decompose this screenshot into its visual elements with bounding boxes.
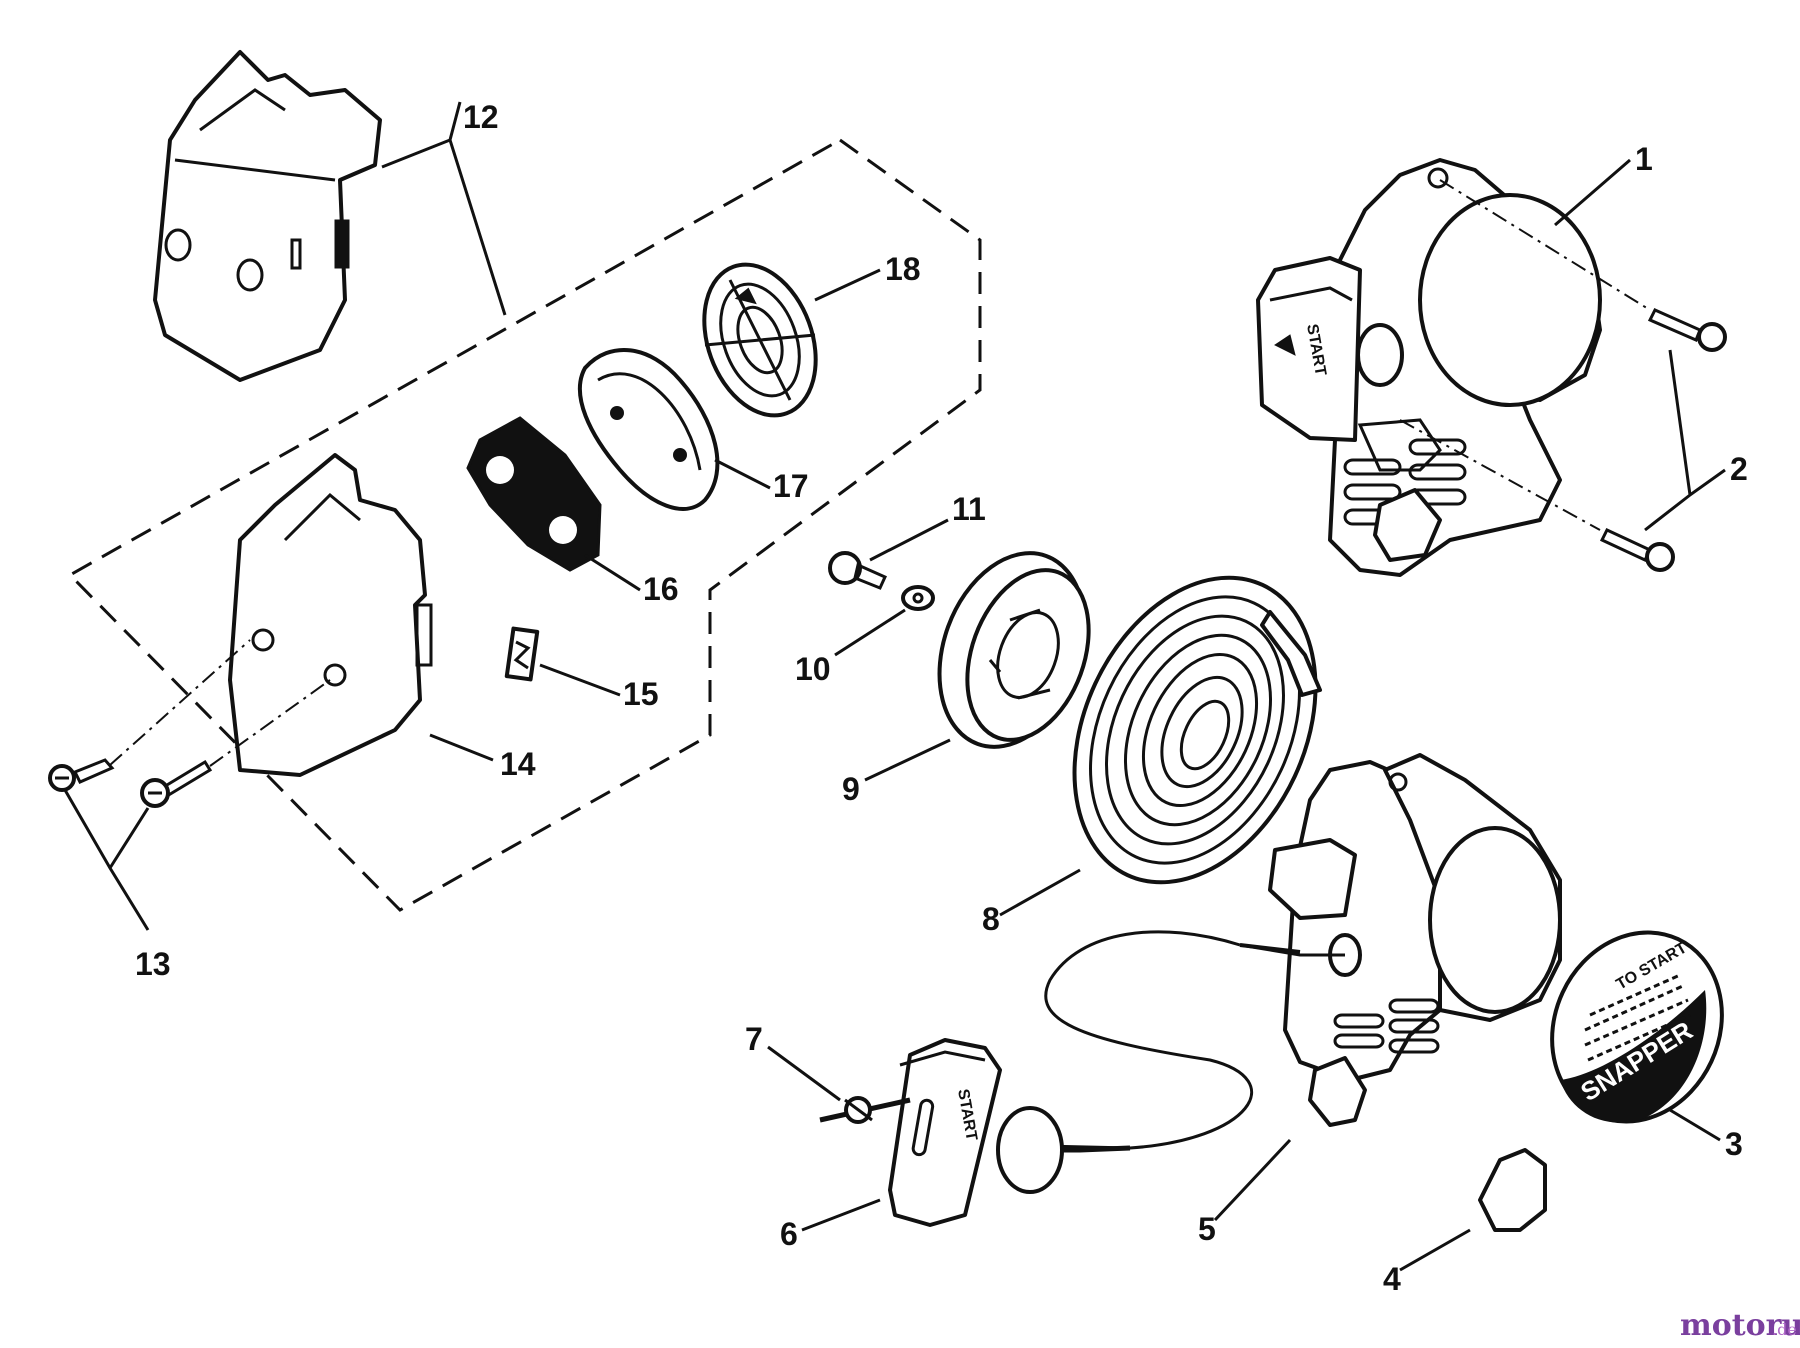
callout-3: 3 [1725,1126,1743,1162]
starter-handle: START [888,1038,1080,1227]
callout-9: 9 [842,771,860,807]
cover-screws [48,639,331,808]
kit-outline-dashed [67,138,982,912]
callout-16: 16 [643,571,679,607]
decal-fine-print [1584,973,1691,1062]
rope-knot [819,1096,911,1124]
starter-housing [1239,753,1562,1127]
starter-housing-assembly: START [1256,158,1602,577]
air-filter-cover [228,453,433,777]
housing-vent-slots-lower [1333,998,1440,1054]
watermark-logo: motoruf .de [1680,1308,1800,1343]
housing-screws [1399,179,1727,572]
callout-7: 7 [745,1021,763,1057]
callout-8: 8 [982,901,1000,937]
filter-element [577,347,720,511]
callout-13: 13 [135,946,171,982]
air-filter-cover-assembly [153,50,382,382]
rope-pulley [937,551,1091,749]
filter-screen [702,262,818,418]
leader-lines [63,101,1726,1272]
callout-6: 6 [780,1216,798,1252]
starter-rope [999,930,1254,1150]
snapper-decal: SNAPPER TO START [1550,930,1724,1124]
callout-4: 4 [1383,1261,1401,1297]
callout-2: 2 [1730,451,1748,487]
callout-18: 18 [885,251,921,287]
handle-cap [1478,1148,1547,1232]
callout-12: 12 [463,99,499,135]
callout-5: 5 [1198,1211,1216,1247]
callout-17: 17 [773,468,809,504]
watermark-suffix: .de [1772,1320,1797,1339]
pulley-screw [828,551,887,590]
filter-gasket [466,416,602,572]
callout-11: 11 [952,491,986,527]
pulley-washer [901,585,935,611]
callout-10: 10 [795,651,831,687]
callout-1: 1 [1635,141,1653,177]
filter-clip [504,626,540,682]
recoil-spring [1072,575,1322,885]
callout-15: 15 [623,676,659,712]
callout-labels: 1 2 3 4 5 6 7 8 9 10 11 12 13 14 15 16 1… [135,99,1748,1297]
callout-14: 14 [500,746,536,782]
watermark-main: motoruf [1680,1308,1800,1343]
